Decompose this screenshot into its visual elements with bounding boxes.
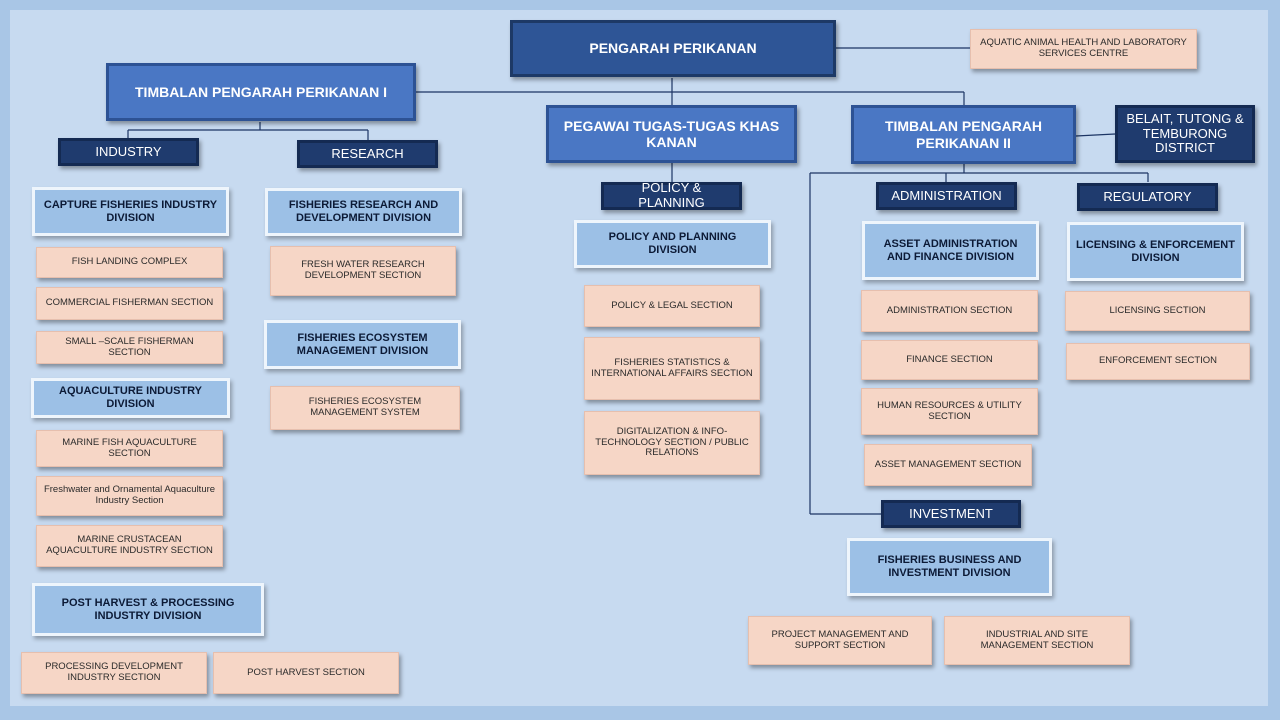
unit-policy-legal: POLICY & LEGAL SECTION — [584, 285, 760, 327]
unit-finance: FINANCE SECTION — [861, 340, 1038, 380]
research-label: RESEARCH — [297, 140, 438, 168]
unit-marine-fish-aquaculture: MARINE FISH AQUACULTURE SECTION — [36, 430, 223, 467]
unit-small-scale-fisherman: SMALL –SCALE FISHERMAN SECTION — [36, 331, 223, 364]
senior-special-duties-box: PEGAWAI TUGAS-TUGAS KHAS KANAN — [546, 105, 797, 163]
research-development-division: FISHERIES RESEARCH AND DEVELOPMENT DIVIS… — [265, 188, 462, 236]
policy-planning-label: POLICY & PLANNING — [601, 180, 742, 210]
ecosystem-management-division: FISHERIES ECOSYSTEM MANAGEMENT DIVISION — [264, 320, 461, 369]
deputy-director-2-box: TIMBALAN PENGARAH PERIKANAN II — [851, 105, 1076, 164]
post-harvest-division: POST HARVEST & PROCESSING INDUSTRY DIVIS… — [32, 583, 264, 636]
unit-administration: ADMINISTRATION SECTION — [861, 290, 1038, 332]
unit-project-management-support: PROJECT MANAGEMENT AND SUPPORT SECTION — [748, 616, 932, 665]
investment-label: INVESTMENT — [881, 500, 1021, 528]
unit-industrial-site-management: INDUSTRIAL AND SITE MANAGEMENT SECTION — [944, 616, 1130, 665]
business-investment-division: FISHERIES BUSINESS AND INVESTMENT DIVISI… — [847, 538, 1052, 596]
district-box: BELAIT, TUTONG & TEMBURONG DISTRICT — [1115, 105, 1255, 163]
policy-planning-division: POLICY AND PLANNING DIVISION — [574, 220, 771, 268]
unit-fish-landing-complex: FISH LANDING COMPLEX — [36, 247, 223, 278]
industry-label: INDUSTRY — [58, 138, 199, 166]
unit-commercial-fisherman: COMMERCIAL FISHERMAN SECTION — [36, 287, 223, 320]
unit-human-resources-utility: HUMAN RESOURCES & UTILITY SECTION — [861, 388, 1038, 435]
asset-admin-finance-division: ASSET ADMINISTRATION AND FINANCE DIVISIO… — [862, 221, 1039, 280]
unit-marine-crustacean: MARINE CRUSTACEAN AQUACULTURE INDUSTRY S… — [36, 525, 223, 567]
administration-label: ADMINISTRATION — [876, 182, 1017, 210]
unit-fisheries-statistics: FISHERIES STATISTICS & INTERNATIONAL AFF… — [584, 337, 760, 400]
unit-licensing: LICENSING SECTION — [1065, 291, 1250, 331]
unit-post-harvest: POST HARVEST SECTION — [213, 652, 399, 694]
unit-freshwater-ornamental: Freshwater and Ornamental Aquaculture In… — [36, 476, 223, 516]
unit-asset-management: ASSET MANAGEMENT SECTION — [864, 444, 1032, 486]
aquaculture-division: AQUACULTURE INDUSTRY DIVISION — [31, 378, 230, 418]
unit-fresh-water-research: FRESH WATER RESEARCH DEVELOPMENT SECTION — [270, 246, 456, 296]
unit-processing-development: PROCESSING DEVELOPMENT INDUSTRY SECTION — [21, 652, 207, 694]
regulatory-label: REGULATORY — [1077, 183, 1218, 211]
unit-ecosystem-management-system: FISHERIES ECOSYSTEM MANAGEMENT SYSTEM — [270, 386, 460, 430]
unit-digitalization-it: DIGITALIZATION & INFO-TECHNOLOGY SECTION… — [584, 411, 760, 475]
licensing-enforcement-division: LICENSING & ENFORCEMENT DIVISION — [1067, 222, 1244, 281]
aquatic-centre-box: AQUATIC ANIMAL HEALTH AND LABORATORY SER… — [970, 29, 1197, 69]
director-box: PENGARAH PERIKANAN — [510, 20, 836, 77]
unit-enforcement: ENFORCEMENT SECTION — [1066, 343, 1250, 380]
deputy-director-1-box: TIMBALAN PENGARAH PERIKANAN I — [106, 63, 416, 121]
capture-fisheries-division: CAPTURE FISHERIES INDUSTRY DIVISION — [32, 187, 229, 236]
